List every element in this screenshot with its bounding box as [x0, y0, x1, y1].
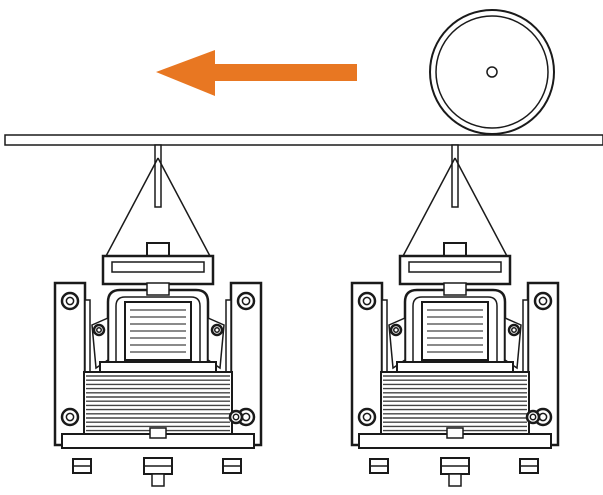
crossbar-inner [111, 261, 205, 273]
bolt-center [393, 327, 399, 333]
nut [519, 458, 539, 474]
crossbar-inner [408, 261, 502, 273]
wheel-hub [486, 66, 498, 78]
bolt-head [60, 291, 80, 311]
spring-stack-outline [380, 371, 530, 435]
spring-stack [380, 371, 530, 435]
bolt [60, 291, 80, 311]
bolt [389, 323, 403, 337]
bolt-head [533, 291, 553, 311]
bolt-head [357, 407, 377, 427]
bolt-head [507, 323, 521, 337]
suspension-cable-right [157, 157, 212, 259]
bolt [228, 409, 244, 425]
top-crossbar [398, 254, 512, 286]
spring-unit-right [350, 144, 560, 487]
bolt-head [236, 291, 256, 311]
top-clamp-block [124, 282, 192, 361]
bolt-center [232, 413, 240, 421]
bolt-head [357, 291, 377, 311]
spring-stack-outline [83, 371, 233, 435]
coil-top-plate [396, 361, 514, 373]
bolt-center [362, 412, 372, 422]
wheel-outer-rim [429, 9, 555, 135]
bolt [507, 323, 521, 337]
bolt [92, 323, 106, 337]
bolt [533, 291, 553, 311]
nut [72, 458, 92, 474]
bolt-center [529, 413, 537, 421]
bottom-stud [448, 473, 462, 487]
wheel-icon [429, 9, 555, 135]
arrow-head [156, 50, 215, 96]
bolt-head [210, 323, 224, 337]
bolt [357, 407, 377, 427]
coil-top-plate [99, 361, 217, 373]
bolt-center [214, 327, 220, 333]
clamp-top-bolt [443, 282, 467, 296]
bolt-center [65, 412, 75, 422]
clamp-bracket-inner [115, 296, 201, 365]
clamp-top-bolt [146, 282, 170, 296]
bolt-head [60, 407, 80, 427]
suspension-cable-left [401, 157, 456, 259]
base-center-nut [446, 427, 464, 439]
bolt-head [525, 409, 541, 425]
top-clamp-block [421, 282, 489, 361]
bolt [60, 407, 80, 427]
rail [4, 134, 603, 146]
bolt-head [92, 323, 106, 337]
bolt-center [241, 296, 251, 306]
bolt [357, 291, 377, 311]
bolt [525, 409, 541, 425]
hanger-rod [154, 144, 162, 208]
arrow-shaft [200, 64, 357, 81]
bolt-center [511, 327, 517, 333]
nut [369, 458, 389, 474]
bolt [210, 323, 224, 337]
wheel-inner-rim [435, 15, 549, 129]
hanger-rod [451, 144, 459, 208]
bolt-head [389, 323, 403, 337]
nut [222, 458, 242, 474]
nut [143, 457, 173, 475]
bolt-center [538, 296, 548, 306]
left-arrow-icon [156, 50, 357, 96]
suspension-cable-left [104, 157, 159, 259]
nut [440, 457, 470, 475]
spring-unit-left [53, 144, 263, 487]
bottom-stud [151, 473, 165, 487]
bolt-center [65, 296, 75, 306]
suspension-cable-right [454, 157, 509, 259]
bolt-head [228, 409, 244, 425]
bolt [236, 291, 256, 311]
bolt-center [96, 327, 102, 333]
clamp-bracket-inner [412, 296, 498, 365]
base-center-nut [149, 427, 167, 439]
bolt-center [362, 296, 372, 306]
spring-stack [83, 371, 233, 435]
top-crossbar [101, 254, 215, 286]
